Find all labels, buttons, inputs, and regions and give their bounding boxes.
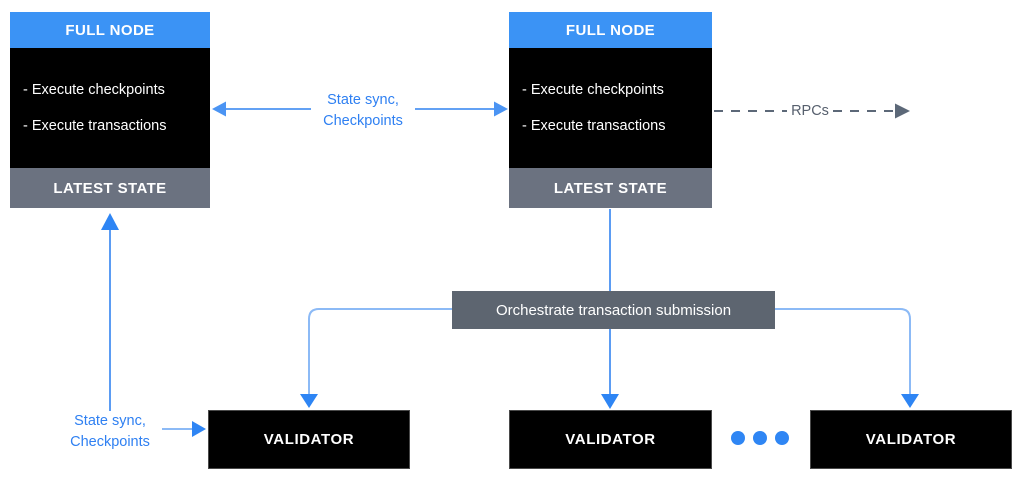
full-node-body: - Execute checkpoints - Execute transact… [509,48,712,168]
latest-state-bar: LATEST STATE [509,168,712,208]
full-node-box-2: FULL NODE - Execute checkpoints - Execut… [509,12,712,208]
full-node-title: FULL NODE [509,12,712,48]
latest-state-bar: LATEST STATE [10,168,210,208]
state-sync-top-label-line2: Checkpoints [323,113,403,129]
full-node-title: FULL NODE [10,12,210,48]
validator-box-3: VALIDATOR [810,410,1012,469]
full-node-item: - Execute transactions [522,118,666,134]
ellipsis-icon [731,431,789,445]
orchestrate-right-branch-arrow [775,308,919,408]
validator-box-1: VALIDATOR [208,410,410,469]
ellipsis-dot [731,431,745,445]
full-node-item: - Execute checkpoints [522,82,664,98]
state-sync-to-validator-arrow [155,421,206,437]
validator-box-2: VALIDATOR [509,410,712,469]
state-sync-bottom-label: State sync, Checkpoints [58,411,162,453]
state-sync-bottom-label-line2: Checkpoints [70,434,150,450]
ellipsis-dot [775,431,789,445]
ellipsis-dot [753,431,767,445]
orchestrate-transaction-submission-bar: Orchestrate transaction submission [452,291,775,329]
state-sync-up-arrow [101,213,119,412]
full-node-box-1: FULL NODE - Execute checkpoints - Execut… [10,12,210,208]
rpcs-label: RPCs [787,101,833,122]
state-sync-bottom-label-line1: State sync, [74,413,146,429]
state-sync-top-label: State sync, Checkpoints [311,90,415,132]
full-node-item: - Execute transactions [23,118,167,134]
orchestrate-left-branch-arrow [300,308,452,408]
full-node-item: - Execute checkpoints [23,82,165,98]
state-sync-top-label-line1: State sync, [327,92,399,108]
full-node-body: - Execute checkpoints - Execute transact… [10,48,210,168]
